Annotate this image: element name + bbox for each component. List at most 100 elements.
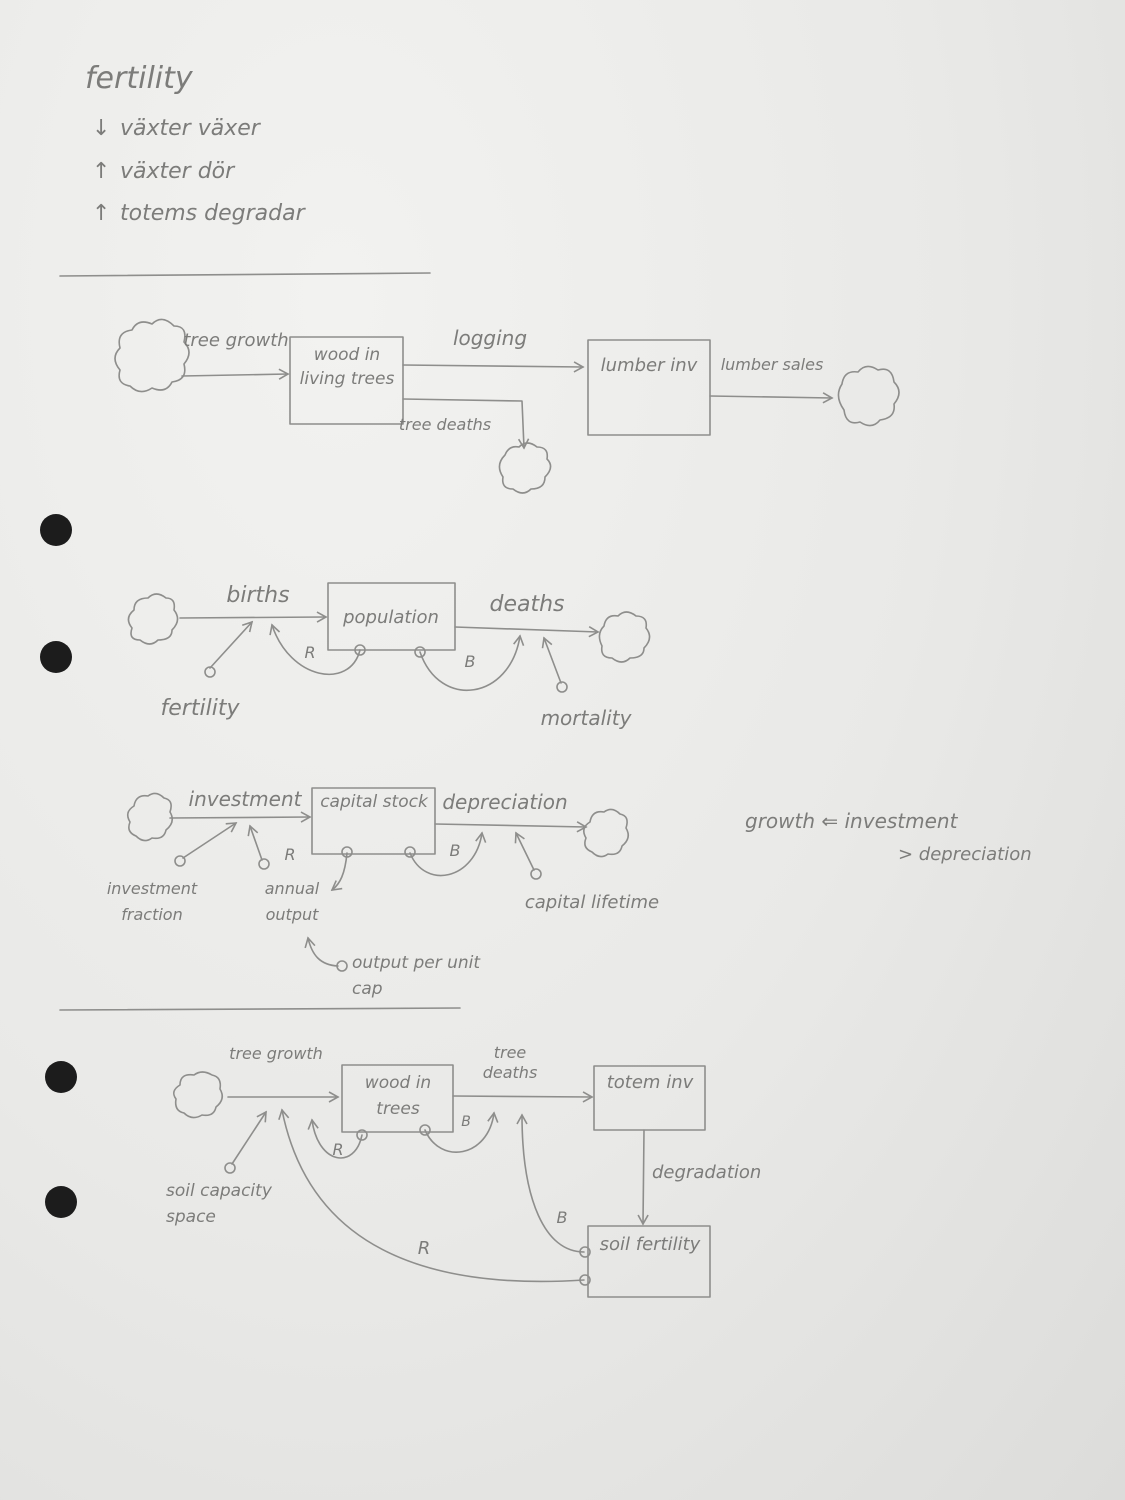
cloud-icon [127,593,179,645]
link-origin-dot [341,846,353,858]
cloud-icon [172,1071,224,1119]
cloud-icon [837,365,900,427]
flow-arrow [402,398,530,450]
notes-section: fertility ↓ växter växer ↑ växter dör ↑ … [85,61,307,226]
flow-arrow [434,821,588,833]
diagram-population: births population deaths R B fertility m… [127,582,651,730]
investment-label: investment [189,787,303,811]
causal-link [541,636,562,684]
diagram-soil-fertility: tree growth wood in trees tree deaths to… [166,1043,761,1298]
cloud-icon [126,792,174,842]
loop-b-label: B [465,652,476,671]
aux-label-holder: output per unit cap [352,953,481,999]
stock-label-holder: soil fertility [600,1234,701,1255]
flow-arrow [179,611,328,623]
notes-item-2: växter dör [120,159,236,184]
stock-box [587,1225,711,1298]
cloud-icon [498,442,552,494]
causal-link [269,623,361,676]
cloud-icon [582,808,630,858]
binder-hole [45,1061,77,1093]
output-per-unit-cap-label: output per unit cap [352,953,481,999]
flow-label-holder: tree deaths [482,1043,538,1082]
link-origin-dot [356,1129,368,1141]
causal-link [182,822,238,859]
flow-arrow [452,1091,594,1103]
link-origin-dot [404,846,416,858]
loop-b1-label: B [461,1114,471,1130]
loop-r-label: R [304,643,315,662]
logging-label: logging [453,326,527,350]
stock-box [593,1065,706,1131]
aux-label-holder: annual output [264,879,320,924]
investment-fraction-label: investment fraction [106,879,198,924]
causal-link [231,1110,267,1165]
causal-link [330,852,348,891]
link-origin-dot [530,868,542,880]
flow-arrow [454,626,600,638]
soil-capacity-space-label: soil capacity space [166,1181,272,1227]
cloud-icon [114,318,190,393]
totem-inv-label: totem inv [606,1072,694,1093]
degradation-label: degradation [652,1162,761,1183]
capital-stock-label: capital stock [320,792,428,812]
capital-lifetime-label: capital lifetime [525,892,659,913]
causal-link [209,620,254,669]
notes-arrow-3: ↑ [92,201,110,226]
side-note-line-1: growth ⇐ investment [745,809,959,833]
annual-output-label: annual output [264,879,320,924]
loop-r2-label: R [418,1238,431,1259]
loop-b2-label: B [557,1208,568,1227]
binder-hole [40,641,72,673]
causal-link [514,831,535,871]
binder-hole [40,514,72,546]
births-label: births [226,583,289,608]
flow-arrow [402,361,585,373]
divider-line [59,1007,461,1011]
divider-line [59,272,431,277]
fertility-label: fertility [161,696,241,721]
deaths-label: deaths [489,592,564,617]
stock-label-holder: lumber inv [600,355,698,376]
link-origin-dot [579,1246,591,1258]
notes-item-1: växter växer [120,116,262,141]
tree-deaths-label: tree deaths [482,1043,538,1082]
aux-label-holder: investment fraction [106,879,198,924]
link-origin-dot [556,681,568,693]
loop-r-label: R [284,845,295,864]
flow-arrow [637,1129,649,1226]
depreciation-label: depreciation [442,790,567,814]
lumber-sales-label: lumber sales [721,355,824,374]
stock-box [587,339,711,436]
notes-item-3: totems degradar [120,201,307,226]
tree-growth-label: tree growth [183,330,288,351]
causal-link [409,831,487,877]
stock-label-holder: totem inv [606,1072,694,1093]
link-origin-dot [174,855,186,867]
stock-box [341,1064,454,1133]
population-label: population [342,607,439,628]
wood-in-living-trees-label: wood in living trees [299,345,395,389]
cloud-icon [598,611,651,663]
stock-box [327,582,456,651]
causal-link [419,634,525,691]
stock-box [289,336,404,425]
lumber-inv-label: lumber inv [600,355,698,376]
stock-box [311,787,436,855]
link-origin-dot [258,858,270,870]
tree-growth-label: tree growth [229,1044,323,1063]
link-origin-dot [579,1274,591,1286]
flow-arrow [169,811,312,823]
causal-link [304,936,339,967]
link-origin-dot [419,1124,431,1136]
causal-link [516,1113,585,1253]
notes-arrow-1: ↓ [92,116,110,141]
link-origin-dot [224,1162,236,1174]
causal-link [307,1118,363,1159]
link-origin-dot [336,960,348,972]
tree-deaths-label: tree deaths [399,415,491,434]
stock-label-holder: wood in trees [365,1073,431,1119]
stock-label-holder: capital stock [320,792,428,812]
